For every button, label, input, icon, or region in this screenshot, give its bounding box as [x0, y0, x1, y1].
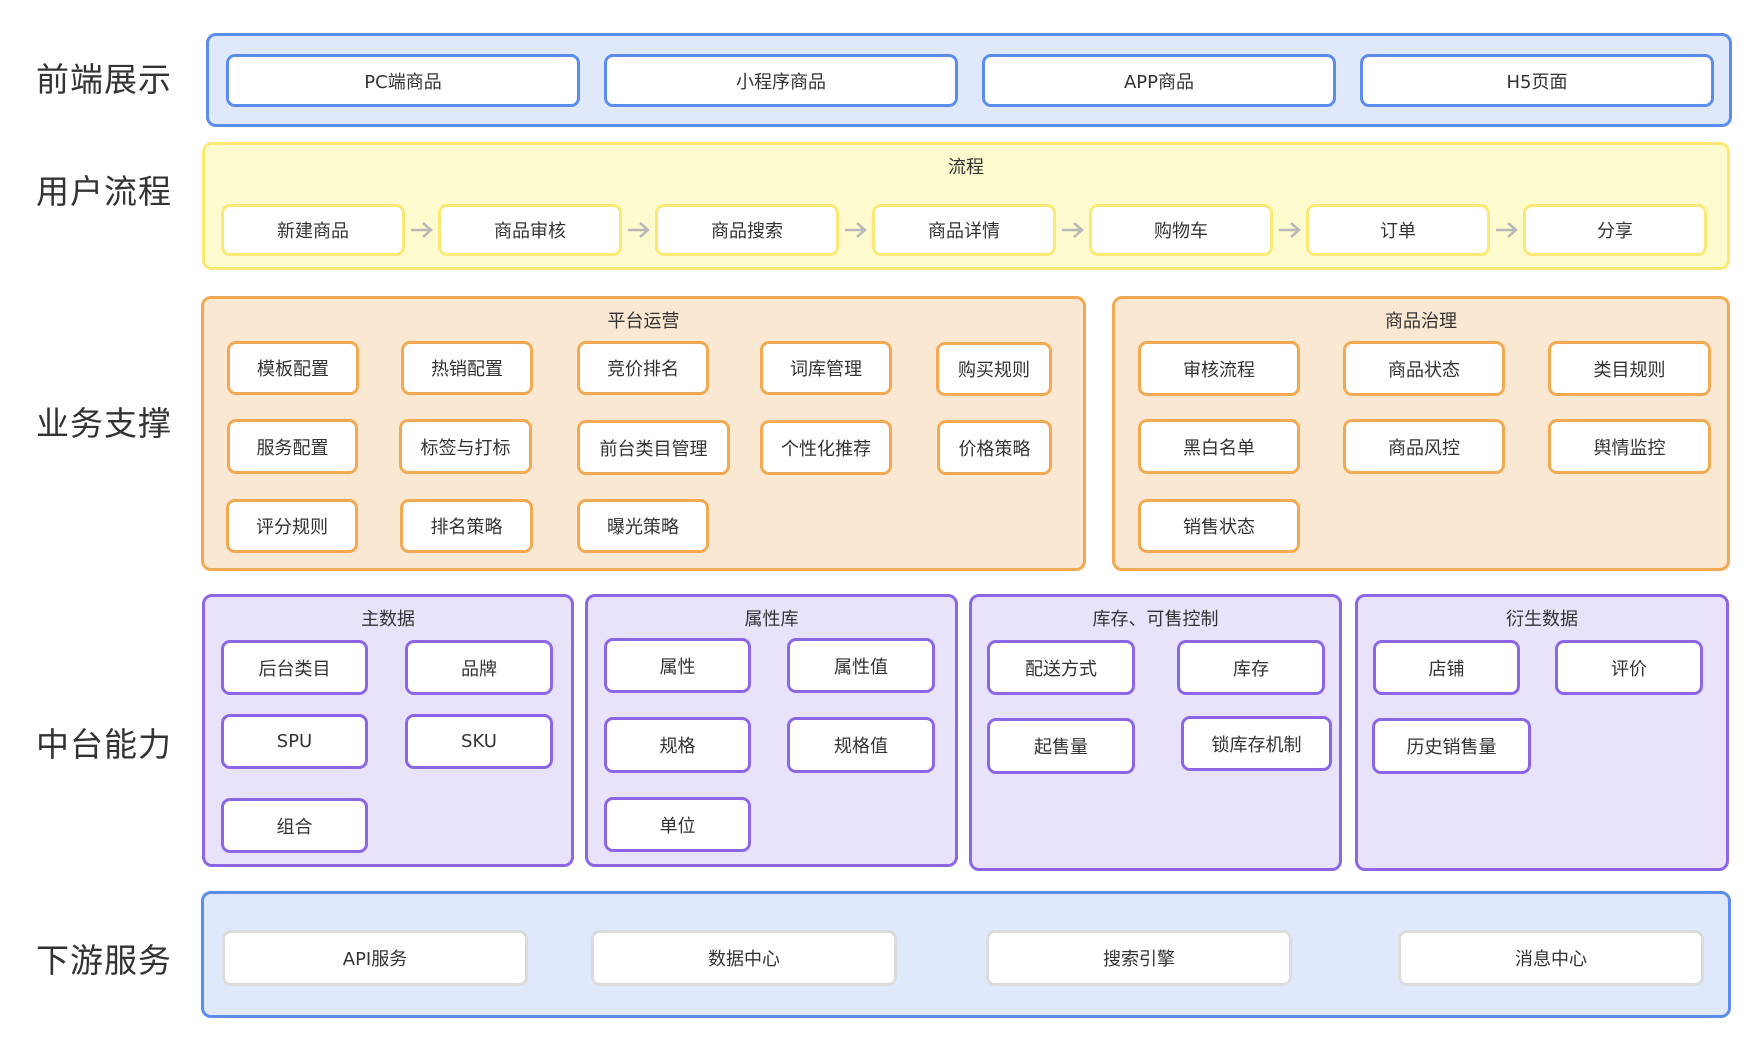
middle-platform-item[interactable]: 历史销售量: [1372, 718, 1531, 774]
inventory-control-title: 库存、可售控制: [1092, 609, 1219, 630]
arrow-right-icon: [1496, 222, 1518, 238]
product-governance-item[interactable]: 类目规则: [1548, 341, 1711, 396]
platform-operation-item[interactable]: 竞价排名: [577, 341, 709, 395]
middle-platform-item[interactable]: 配送方式: [987, 640, 1135, 695]
downstream-item[interactable]: API服务: [222, 930, 528, 986]
middle-platform-item[interactable]: 评价: [1555, 640, 1703, 695]
middle-platform-item[interactable]: SPU: [221, 714, 368, 769]
middle-platform-item[interactable]: 库存: [1177, 640, 1325, 695]
downstream-item[interactable]: 搜索引擎: [986, 930, 1292, 986]
flow-step[interactable]: 商品详情: [872, 204, 1056, 256]
middle-platform-item[interactable]: 后台类目: [221, 640, 368, 695]
downstream-item[interactable]: 消息中心: [1398, 930, 1704, 986]
flow-step[interactable]: 商品审核: [438, 204, 622, 256]
row-label-business-support: 业务支撑: [36, 404, 172, 443]
master-data-title: 主数据: [361, 609, 415, 630]
middle-platform-item[interactable]: 属性值: [787, 638, 935, 693]
row-label-downstream: 下游服务: [36, 941, 172, 980]
attribute-library-title: 属性库: [744, 609, 799, 630]
arrow-right-icon: [628, 222, 650, 238]
middle-platform-item[interactable]: 品牌: [405, 640, 553, 695]
middle-platform-item[interactable]: 单位: [604, 797, 751, 852]
platform-operation-item[interactable]: 购买规则: [936, 342, 1052, 396]
product-governance-title: 商品治理: [1385, 311, 1457, 332]
row-label-middle-platform: 中台能力: [36, 725, 172, 764]
frontend-item[interactable]: H5页面: [1360, 54, 1714, 107]
product-governance-item[interactable]: 舆情监控: [1548, 419, 1711, 474]
user-flow-title: 流程: [948, 157, 984, 178]
platform-operation-item[interactable]: 词库管理: [760, 341, 892, 395]
frontend-item[interactable]: PC端商品: [226, 54, 580, 107]
row-label-user-flow: 用户流程: [36, 172, 172, 211]
frontend-item[interactable]: 小程序商品: [604, 54, 958, 107]
arrow-right-icon: [1062, 222, 1084, 238]
product-governance-item[interactable]: 销售状态: [1138, 499, 1300, 553]
platform-operation-item[interactable]: 服务配置: [227, 419, 358, 474]
middle-platform-item[interactable]: 店铺: [1373, 640, 1520, 695]
middle-platform-item[interactable]: 属性: [604, 638, 751, 693]
product-governance-item[interactable]: 商品风控: [1343, 419, 1505, 474]
arrow-right-icon: [1279, 222, 1301, 238]
middle-platform-item[interactable]: 锁库存机制: [1181, 716, 1332, 771]
platform-operation-item[interactable]: 排名策略: [400, 499, 533, 553]
platform-operation-item[interactable]: 曝光策略: [577, 499, 709, 553]
flow-step[interactable]: 分享: [1523, 204, 1707, 256]
platform-operation-item[interactable]: 模板配置: [227, 341, 359, 395]
platform-operation-item[interactable]: 标签与打标: [399, 419, 532, 474]
product-governance-item[interactable]: 审核流程: [1138, 341, 1300, 396]
flow-step[interactable]: 新建商品: [221, 204, 405, 256]
frontend-item[interactable]: APP商品: [982, 54, 1336, 107]
flow-step[interactable]: 订单: [1306, 204, 1490, 256]
middle-platform-item[interactable]: SKU: [405, 714, 553, 769]
platform-operation-item[interactable]: 前台类目管理: [577, 420, 730, 475]
arrow-right-icon: [845, 222, 867, 238]
middle-platform-item[interactable]: 组合: [221, 798, 368, 853]
platform-operation-title: 平台运营: [607, 311, 680, 332]
middle-platform-item[interactable]: 规格值: [787, 717, 935, 773]
product-governance-item[interactable]: 黑白名单: [1138, 419, 1300, 474]
arrow-right-icon: [411, 222, 433, 238]
derived-data-title: 衍生数据: [1506, 609, 1578, 630]
middle-platform-item[interactable]: 规格: [604, 717, 751, 773]
product-governance-item[interactable]: 商品状态: [1343, 341, 1505, 396]
platform-operation-item[interactable]: 价格策略: [937, 420, 1052, 475]
platform-operation-item[interactable]: 热销配置: [401, 341, 533, 395]
flow-step[interactable]: 购物车: [1089, 204, 1273, 256]
platform-operation-item[interactable]: 个性化推荐: [760, 420, 892, 475]
flow-step[interactable]: 商品搜索: [655, 204, 839, 256]
platform-operation-item[interactable]: 评分规则: [226, 499, 358, 553]
downstream-item[interactable]: 数据中心: [591, 930, 897, 986]
row-label-frontend: 前端展示: [36, 60, 172, 99]
middle-platform-item[interactable]: 起售量: [987, 718, 1135, 774]
